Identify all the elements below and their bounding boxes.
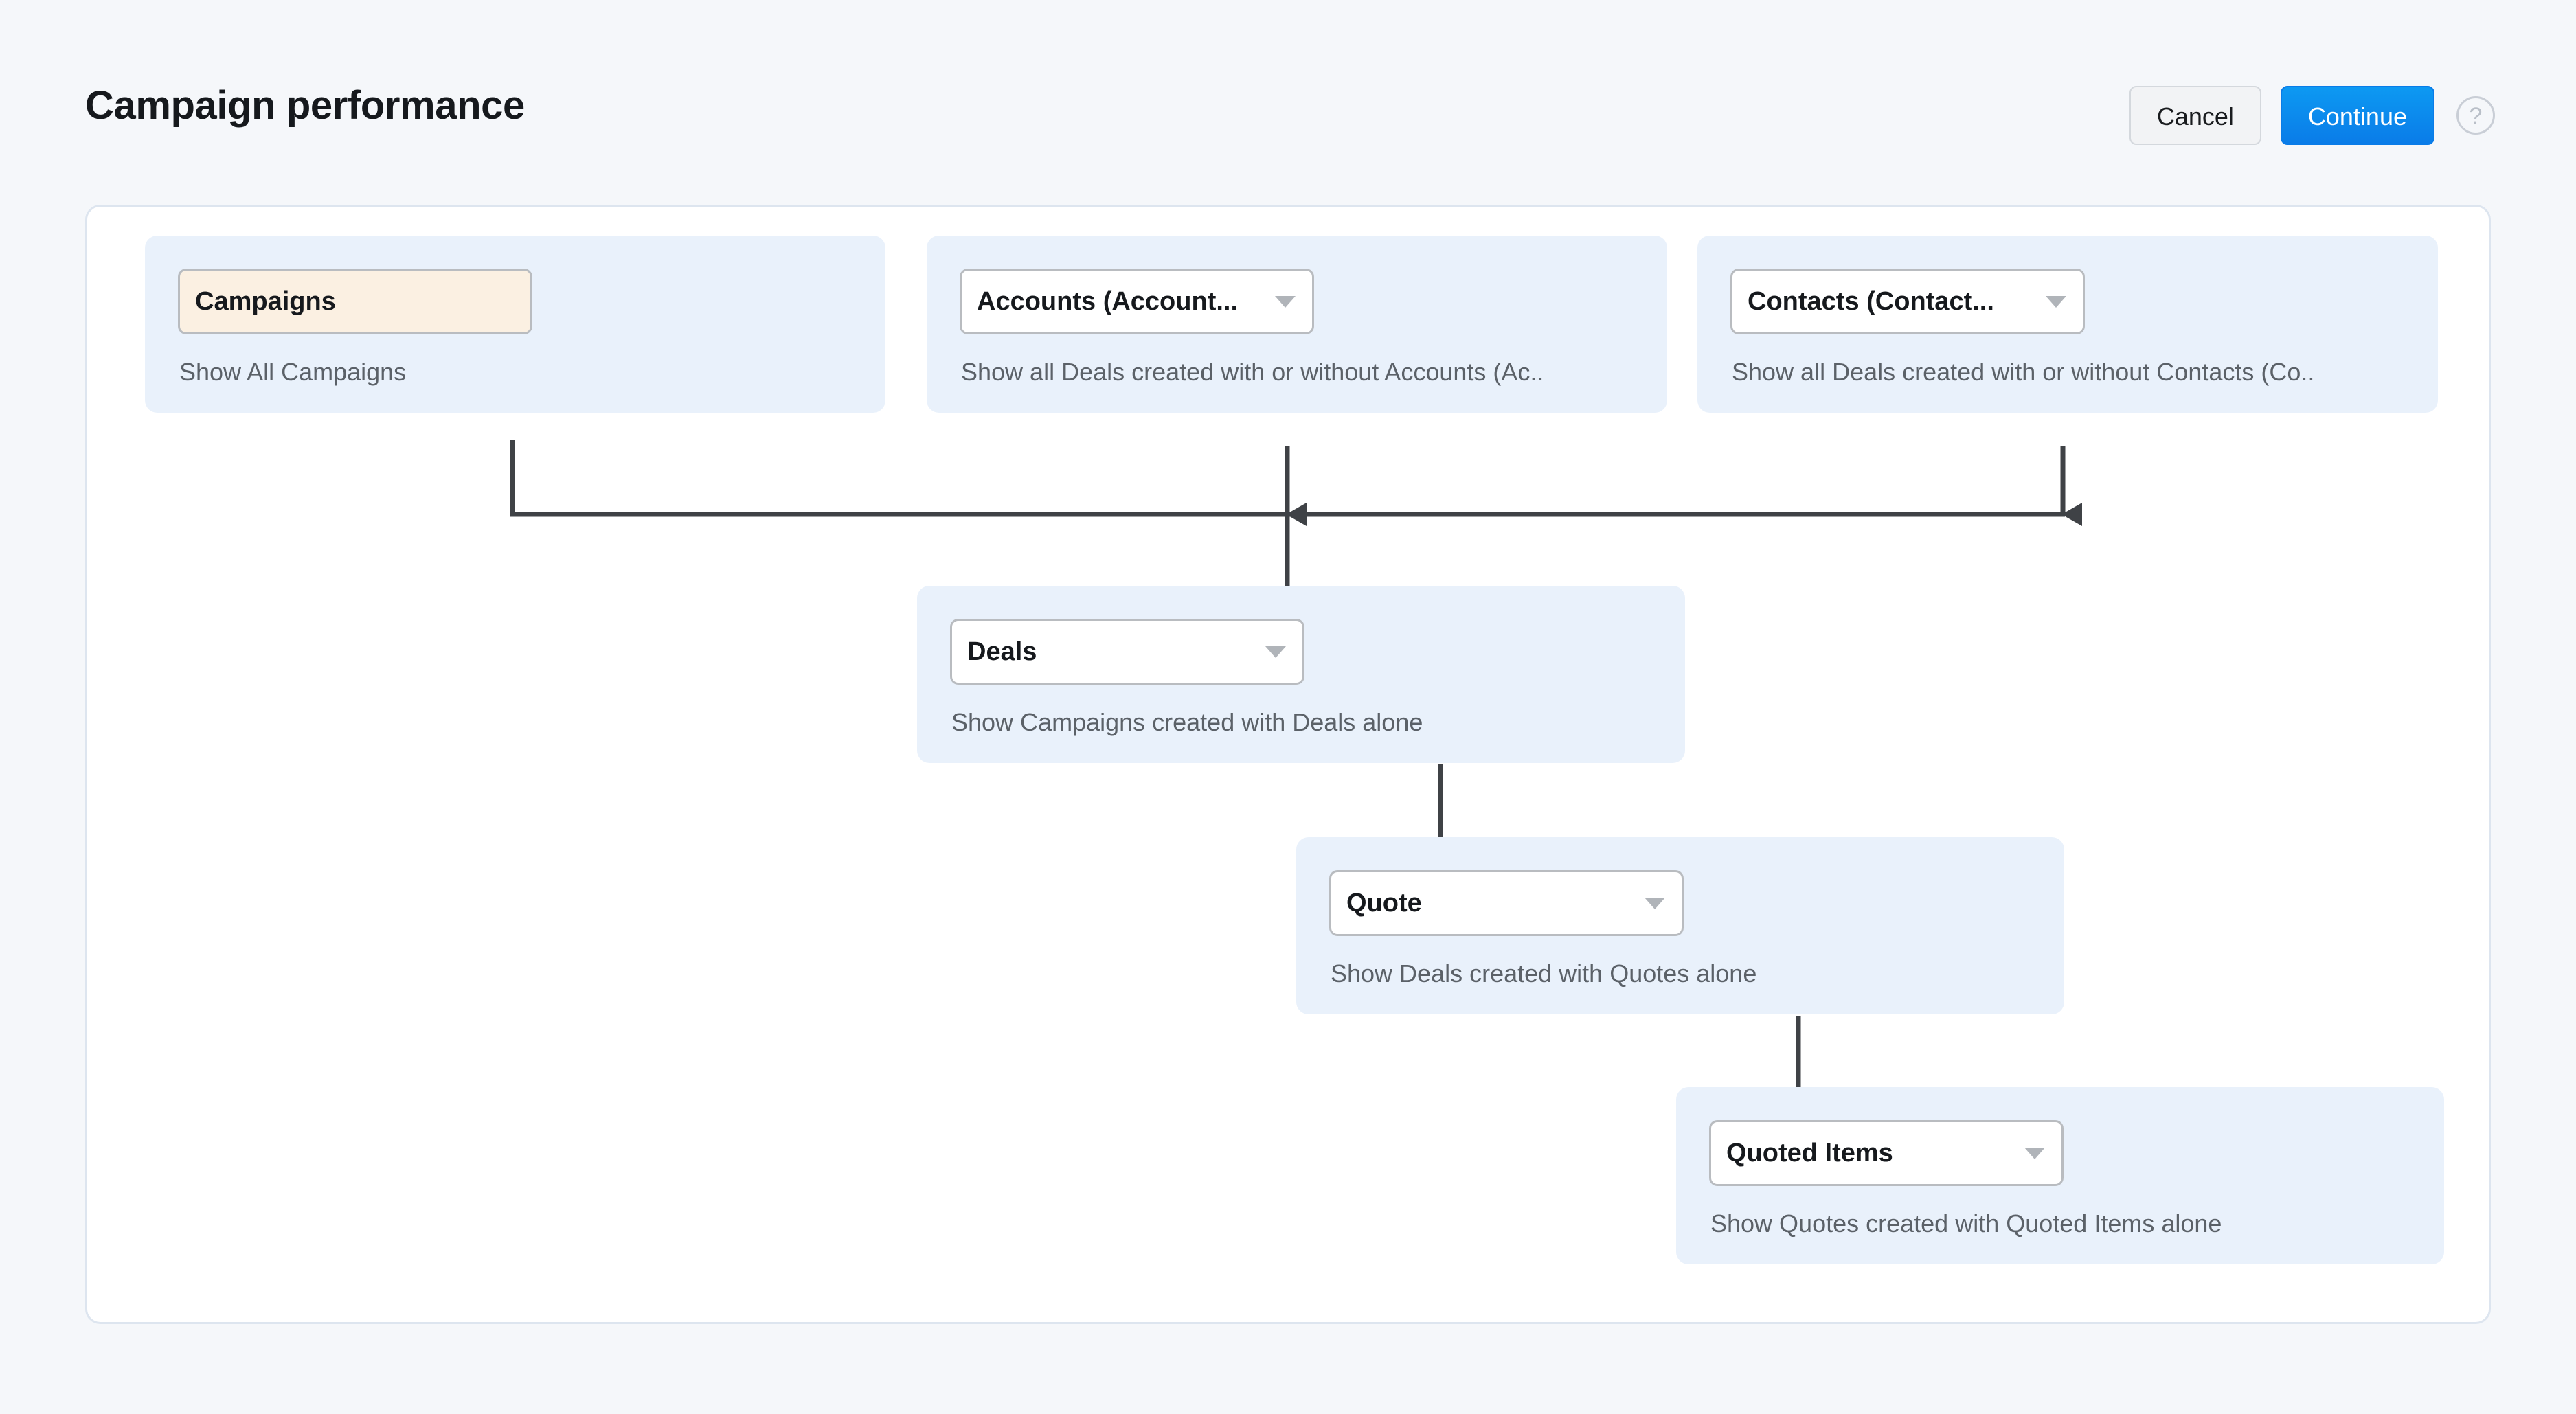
flow-diagram-container: Campaigns Show All Campaigns Accounts (A… bbox=[85, 205, 2491, 1324]
node-select-deals[interactable]: Deals bbox=[950, 619, 1304, 685]
chevron-down-icon[interactable] bbox=[2024, 1147, 2045, 1159]
node-card-quoted-items[interactable]: Quoted Items Show Quotes created with Qu… bbox=[1676, 1087, 2444, 1264]
node-caption-deals: Show Campaigns created with Deals alone bbox=[951, 708, 1423, 736]
node-label-quoted-items: Quoted Items bbox=[1726, 1138, 1893, 1167]
node-select-accounts[interactable]: Accounts (Account... bbox=[960, 269, 1314, 334]
node-caption-accounts: Show all Deals created with or without A… bbox=[961, 358, 1544, 386]
node-caption-campaigns: Show All Campaigns bbox=[179, 358, 407, 386]
node-select-campaigns[interactable]: Campaigns bbox=[178, 269, 532, 334]
node-label-contacts: Contacts (Contact... bbox=[1748, 286, 1994, 316]
continue-button[interactable]: Continue bbox=[2280, 86, 2434, 145]
cancel-button[interactable]: Cancel bbox=[2129, 86, 2261, 145]
node-caption-contacts: Show all Deals created with or without C… bbox=[1732, 358, 2315, 386]
flow-canvas: Campaigns Show All Campaigns Accounts (A… bbox=[87, 207, 2493, 1326]
node-label-campaigns: Campaigns bbox=[195, 286, 336, 316]
node-card-quote[interactable]: Quote Show Deals created with Quotes alo… bbox=[1296, 837, 2064, 1014]
chevron-down-icon[interactable] bbox=[1645, 897, 1665, 909]
node-label-accounts: Accounts (Account... bbox=[977, 286, 1239, 316]
chevron-down-icon[interactable] bbox=[2046, 295, 2066, 308]
page-title: Campaign performance bbox=[85, 83, 525, 128]
node-caption-quoted-items: Show Quotes created with Quoted Items al… bbox=[1710, 1209, 2222, 1238]
help-circle-icon[interactable]: ? bbox=[2456, 96, 2495, 135]
node-select-quoted-items[interactable]: Quoted Items bbox=[1709, 1120, 2064, 1186]
chevron-down-icon[interactable] bbox=[1265, 646, 1286, 658]
node-select-quote[interactable]: Quote bbox=[1329, 870, 1684, 936]
node-select-contacts[interactable]: Contacts (Contact... bbox=[1730, 269, 2085, 334]
node-card-deals[interactable]: Deals Show Campaigns created with Deals … bbox=[917, 586, 1685, 763]
header-actions: Cancel Continue ? bbox=[2129, 86, 2495, 145]
node-card-accounts[interactable]: Accounts (Account... Show all Deals crea… bbox=[927, 236, 1667, 413]
node-label-deals: Deals bbox=[967, 637, 1037, 666]
page-header: Campaign performance Cancel Continue ? bbox=[0, 0, 2576, 199]
node-card-campaigns[interactable]: Campaigns Show All Campaigns bbox=[145, 236, 885, 413]
node-caption-quote: Show Deals created with Quotes alone bbox=[1331, 959, 1757, 988]
chevron-down-icon[interactable] bbox=[1275, 295, 1296, 308]
node-card-contacts[interactable]: Contacts (Contact... Show all Deals crea… bbox=[1697, 236, 2438, 413]
node-label-quote: Quote bbox=[1346, 888, 1422, 917]
